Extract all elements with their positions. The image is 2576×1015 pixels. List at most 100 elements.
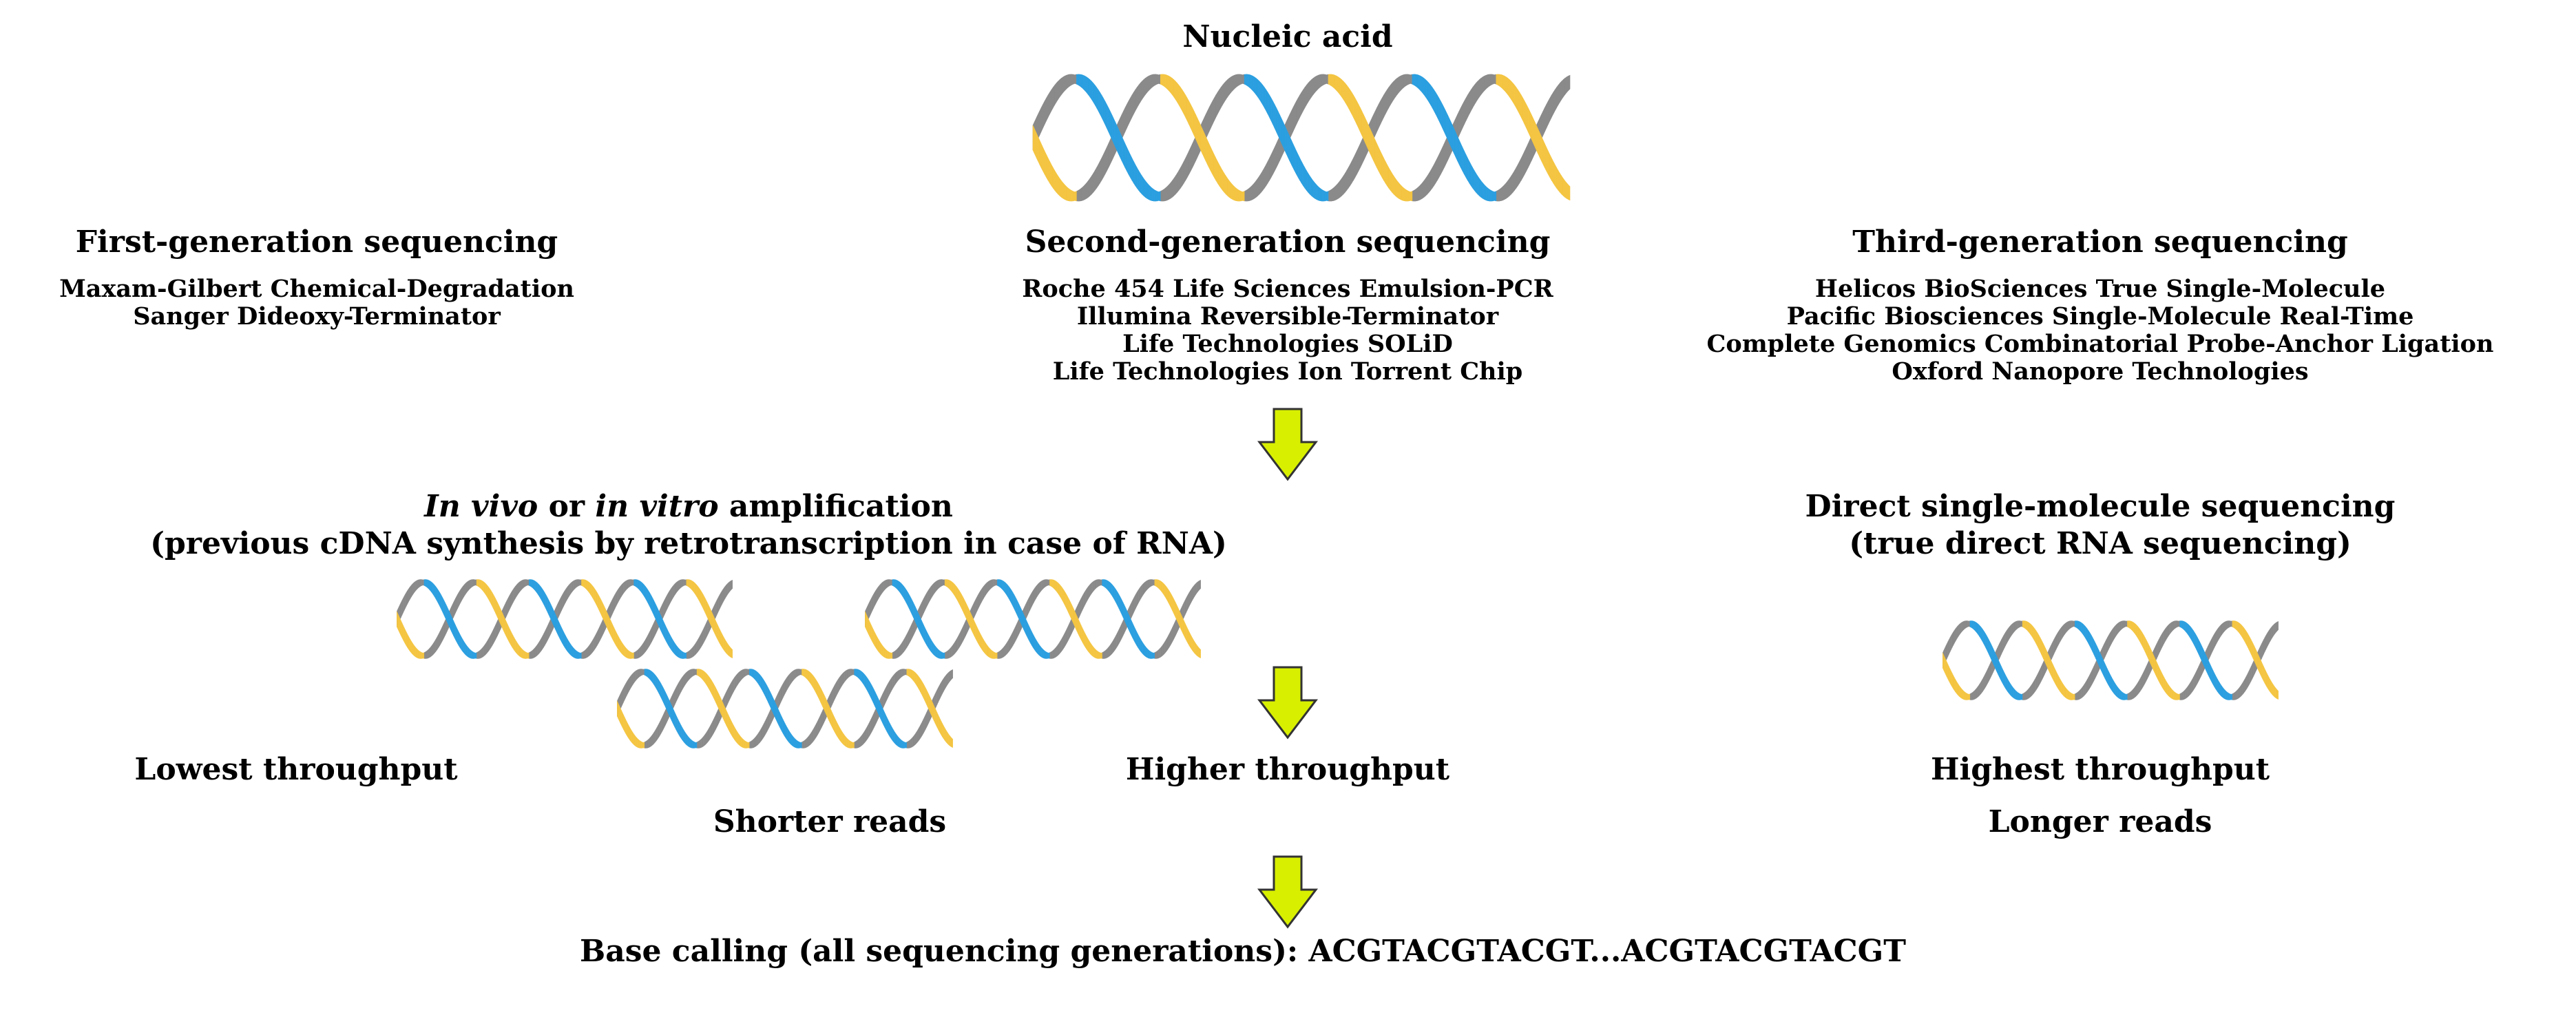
helix-strand-back	[910, 625, 912, 642]
helix-strand-front	[1169, 75, 1171, 94]
helix-strand-front	[1129, 616, 1131, 634]
helix-strand-front	[2035, 628, 2037, 644]
helix-strand-back	[2199, 662, 2201, 680]
helix-strand-back	[943, 676, 945, 692]
helix-strand-front	[581, 579, 583, 587]
helix-strand-front	[1184, 92, 1186, 118]
helix-strand-back	[819, 714, 821, 732]
helix-strand-back	[1220, 84, 1223, 109]
helix-strand-front	[695, 742, 698, 749]
helix-strand-back	[737, 671, 740, 685]
helix-strand-front	[1462, 147, 1465, 175]
helix-strand-front	[2233, 620, 2234, 629]
method-item: Helicos BioSciences True Single-Molecule	[1814, 275, 2386, 303]
helix-strand-back	[707, 729, 709, 744]
helix-strand-front	[2151, 650, 2153, 669]
helix-strand-back	[1208, 104, 1211, 132]
helix-strand-back	[1000, 649, 1002, 659]
helix-strand-back	[579, 579, 581, 586]
helix-strand-back	[631, 579, 633, 586]
helix-strand-back	[2168, 623, 2170, 637]
helix-strand-back	[1059, 77, 1062, 98]
helix-strand-back	[1492, 74, 1495, 85]
helix-strand-back	[1134, 594, 1136, 611]
helix-strand-back	[2244, 677, 2246, 693]
helix-strand-back	[463, 584, 464, 599]
helix-strand-front	[2128, 620, 2130, 629]
helix-strand-back	[952, 669, 953, 680]
helix-strand-front	[2081, 622, 2083, 634]
helix-strand-back	[435, 637, 437, 653]
helix-strand-front	[2066, 688, 2068, 700]
helix-strand-back	[2196, 668, 2198, 686]
helix-strand-front	[2254, 645, 2256, 664]
helix-strand-back	[1509, 175, 1511, 197]
helix-strand-back	[680, 579, 682, 588]
helix-strand-front	[2005, 675, 2007, 691]
helix-strand-front	[2265, 671, 2268, 688]
helix-strand-back	[1149, 579, 1151, 588]
helix-strand-front	[434, 584, 436, 599]
helix-strand-front	[876, 693, 878, 712]
helix-strand-front	[667, 696, 669, 714]
helix-strand-back	[512, 588, 514, 605]
helix-strand-back	[888, 579, 890, 587]
helix-strand-back	[1047, 92, 1050, 118]
helix-strand-front	[585, 579, 587, 590]
helix-strand-back	[861, 733, 863, 746]
helix-strand-back	[439, 631, 440, 648]
helix-strand-back	[567, 584, 569, 599]
helix-strand-back	[914, 733, 916, 746]
helix-strand-back	[471, 579, 473, 588]
helix-strand-back	[896, 648, 898, 659]
helix-strand-front	[1373, 136, 1376, 165]
helix-strand-back	[1237, 74, 1240, 87]
helix-strand-front	[1074, 609, 1076, 627]
helix-strand-back	[2033, 678, 2035, 694]
helix-strand-front	[2250, 639, 2252, 657]
helix-strand-front	[1331, 74, 1334, 88]
helix-strand-back	[2197, 666, 2199, 684]
helix-strand-back	[441, 627, 442, 645]
helix-strand-front	[724, 705, 726, 724]
helix-strand-front	[836, 721, 838, 737]
helix-strand-back	[2050, 643, 2052, 662]
helix-strand-front	[1093, 82, 1096, 106]
helix-strand-front	[1016, 600, 1018, 618]
helix-strand-front	[2049, 657, 2051, 676]
helix-strand-back	[599, 625, 600, 642]
helix-strand-front	[1188, 101, 1191, 129]
helix-strand-front	[649, 669, 651, 681]
helix-strand-back	[2043, 659, 2045, 678]
helix-strand-back	[658, 723, 660, 740]
helix-strand-back	[526, 579, 528, 586]
helix-strand-front	[888, 651, 890, 659]
helix-strand-back	[478, 650, 480, 659]
helix-strand-front	[1030, 629, 1032, 647]
helix-strand-back	[2214, 631, 2216, 648]
helix-strand-back	[875, 588, 877, 605]
helix-strand-back	[399, 602, 401, 620]
helix-strand-back	[1156, 650, 1158, 659]
helix-strand-front	[634, 735, 636, 747]
helix-strand-front	[1163, 74, 1166, 88]
helix-strand-back	[878, 584, 880, 599]
helix-strand-back	[1177, 169, 1180, 193]
helix-strand-front	[2256, 650, 2258, 669]
helix-strand-front	[1378, 147, 1381, 175]
helix-strand-back	[937, 579, 939, 590]
helix-strand-front	[978, 629, 980, 647]
helix-strand-front	[724, 637, 726, 653]
helix-strand-front	[710, 609, 712, 627]
helix-strand-front	[1076, 616, 1078, 634]
helix-strand-back	[1358, 143, 1361, 171]
helix-strand-front	[722, 703, 724, 721]
helix-strand-front	[1185, 94, 1188, 121]
helix-strand-front	[2091, 635, 2093, 653]
helix-strand-front	[819, 685, 821, 703]
helix-strand-front	[731, 648, 733, 659]
helix-strand-front	[2050, 659, 2052, 678]
helix-strand-back	[740, 670, 742, 682]
helix-strand-front	[749, 669, 751, 676]
helix-strand-back	[2026, 689, 2028, 700]
